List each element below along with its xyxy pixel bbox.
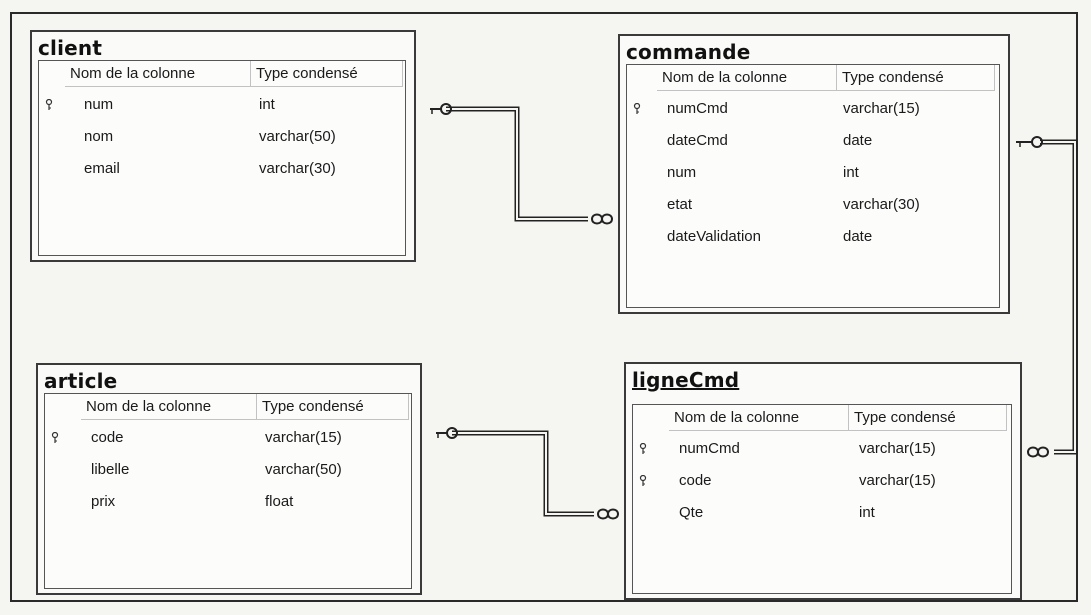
column-type: varchar(15) bbox=[843, 100, 920, 117]
table-article[interactable]: article Nom de la colonne Type condensé … bbox=[36, 363, 422, 595]
column-type: date bbox=[843, 132, 873, 149]
table-title-article: article bbox=[44, 369, 118, 393]
primary-key-icon bbox=[633, 103, 641, 114]
table-row[interactable]: num int bbox=[627, 157, 999, 189]
table-grid-ligneCmd: Nom de la colonne Type condensé numCmd va… bbox=[632, 404, 1012, 594]
column-type: varchar(50) bbox=[265, 461, 342, 478]
column-type: varchar(30) bbox=[843, 196, 920, 213]
relationship-commande-ligneCmd[interactable] bbox=[1016, 136, 1078, 458]
table-title-client: client bbox=[38, 36, 103, 60]
column-type: int bbox=[859, 504, 875, 521]
table-title-ligneCmd: ligneCmd bbox=[632, 368, 740, 392]
column-header-name: Nom de la colonne bbox=[81, 394, 257, 420]
column-type: int bbox=[843, 164, 859, 181]
column-name: libelle bbox=[91, 461, 130, 478]
column-name: num bbox=[84, 96, 114, 113]
primary-key-icon bbox=[45, 99, 53, 110]
column-header-name: Nom de la colonne bbox=[657, 65, 837, 91]
relationship-client-commande[interactable] bbox=[430, 103, 614, 225]
column-name: num bbox=[667, 164, 697, 181]
table-ligneCmd[interactable]: ligneCmd Nom de la colonne Type condensé… bbox=[624, 362, 1022, 600]
column-type: int bbox=[259, 96, 275, 113]
column-name: code bbox=[91, 429, 124, 446]
column-type: varchar(15) bbox=[859, 472, 936, 489]
primary-key-icon bbox=[51, 432, 59, 443]
column-header-type: Type condensé bbox=[251, 61, 403, 87]
column-type: varchar(30) bbox=[259, 160, 336, 177]
column-name: dateCmd bbox=[667, 132, 728, 149]
table-row[interactable]: numCmd varchar(15) bbox=[627, 93, 999, 125]
column-name: etat bbox=[667, 196, 693, 213]
table-row[interactable]: code varchar(15) bbox=[45, 422, 411, 454]
column-name: nom bbox=[84, 128, 114, 145]
column-name: prix bbox=[91, 493, 116, 510]
table-row[interactable]: email varchar(30) bbox=[39, 153, 405, 185]
table-row[interactable]: nom varchar(50) bbox=[39, 121, 405, 153]
table-row[interactable]: Qte int bbox=[633, 497, 1011, 529]
column-header-name: Nom de la colonne bbox=[669, 405, 849, 431]
table-row[interactable]: num int bbox=[39, 89, 405, 121]
table-row[interactable]: numCmd varchar(15) bbox=[633, 433, 1011, 465]
column-header-type: Type condensé bbox=[837, 65, 995, 91]
table-grid-commande: Nom de la colonne Type condensé numCmd va… bbox=[626, 64, 1000, 308]
table-row[interactable]: etat varchar(30) bbox=[627, 189, 999, 221]
column-type: varchar(50) bbox=[259, 128, 336, 145]
table-grid-article: Nom de la colonne Type condensé code varc… bbox=[44, 393, 412, 589]
column-name: email bbox=[84, 160, 120, 177]
key-icon bbox=[1016, 136, 1043, 148]
column-name: numCmd bbox=[667, 100, 728, 117]
column-type: varchar(15) bbox=[265, 429, 342, 446]
infinity-icon bbox=[590, 213, 614, 225]
column-header-type: Type condensé bbox=[849, 405, 1007, 431]
key-icon bbox=[436, 427, 458, 439]
table-commande[interactable]: commande Nom de la colonne Type condensé… bbox=[618, 34, 1010, 314]
column-name: Qte bbox=[679, 504, 704, 521]
table-client[interactable]: client Nom de la colonne Type condensé n… bbox=[30, 30, 416, 262]
column-header-name: Nom de la colonne bbox=[65, 61, 251, 87]
table-row[interactable]: code varchar(15) bbox=[633, 465, 1011, 497]
infinity-icon bbox=[1026, 446, 1050, 458]
column-name: code bbox=[679, 472, 712, 489]
table-row[interactable]: prix float bbox=[45, 486, 411, 518]
table-row[interactable]: dateValidation date bbox=[627, 221, 999, 253]
relationship-article-ligneCmd[interactable] bbox=[436, 427, 620, 520]
table-row[interactable]: dateCmd date bbox=[627, 125, 999, 157]
column-header-type: Type condensé bbox=[257, 394, 409, 420]
infinity-icon bbox=[596, 508, 620, 520]
column-type: float bbox=[265, 493, 294, 510]
primary-key-icon bbox=[639, 475, 647, 486]
column-name: numCmd bbox=[679, 440, 740, 457]
table-row[interactable]: libelle varchar(50) bbox=[45, 454, 411, 486]
table-title-commande: commande bbox=[626, 40, 751, 64]
table-grid-client: Nom de la colonne Type condensé num int no… bbox=[38, 60, 406, 256]
column-type: date bbox=[843, 228, 873, 245]
primary-key-icon bbox=[639, 443, 647, 454]
column-name: dateValidation bbox=[667, 228, 761, 245]
key-icon bbox=[430, 103, 452, 115]
column-type: varchar(15) bbox=[859, 440, 936, 457]
